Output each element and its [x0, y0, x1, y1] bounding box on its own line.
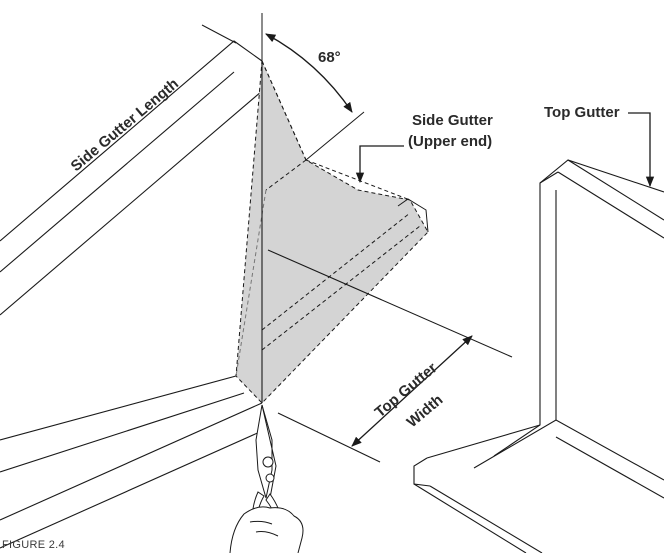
side-gutter-leader-arrow — [355, 145, 404, 184]
side-gutter-label: Side Gutter — [412, 112, 493, 129]
side-gutter-length-label: Side Gutter Length — [68, 75, 182, 175]
dimension-arrows — [201, 13, 655, 447]
width-dimension-arrow — [351, 335, 473, 447]
hand-icon — [229, 506, 304, 553]
tin-snips-icon — [229, 404, 304, 553]
top-gutter-leader-arrow — [628, 112, 655, 188]
angle-label: 68° — [318, 49, 341, 66]
angle-arc-arrow — [265, 33, 353, 113]
shaded-cut-area — [235, 60, 429, 404]
top-gutter-label: Top Gutter — [544, 104, 620, 121]
side-gutter-sublabel: (Upper end) — [408, 133, 492, 150]
top-gutter-piece — [413, 159, 664, 553]
figure-caption: FIGURE 2.4 — [2, 539, 65, 551]
side-gutter-panel — [0, 40, 263, 549]
